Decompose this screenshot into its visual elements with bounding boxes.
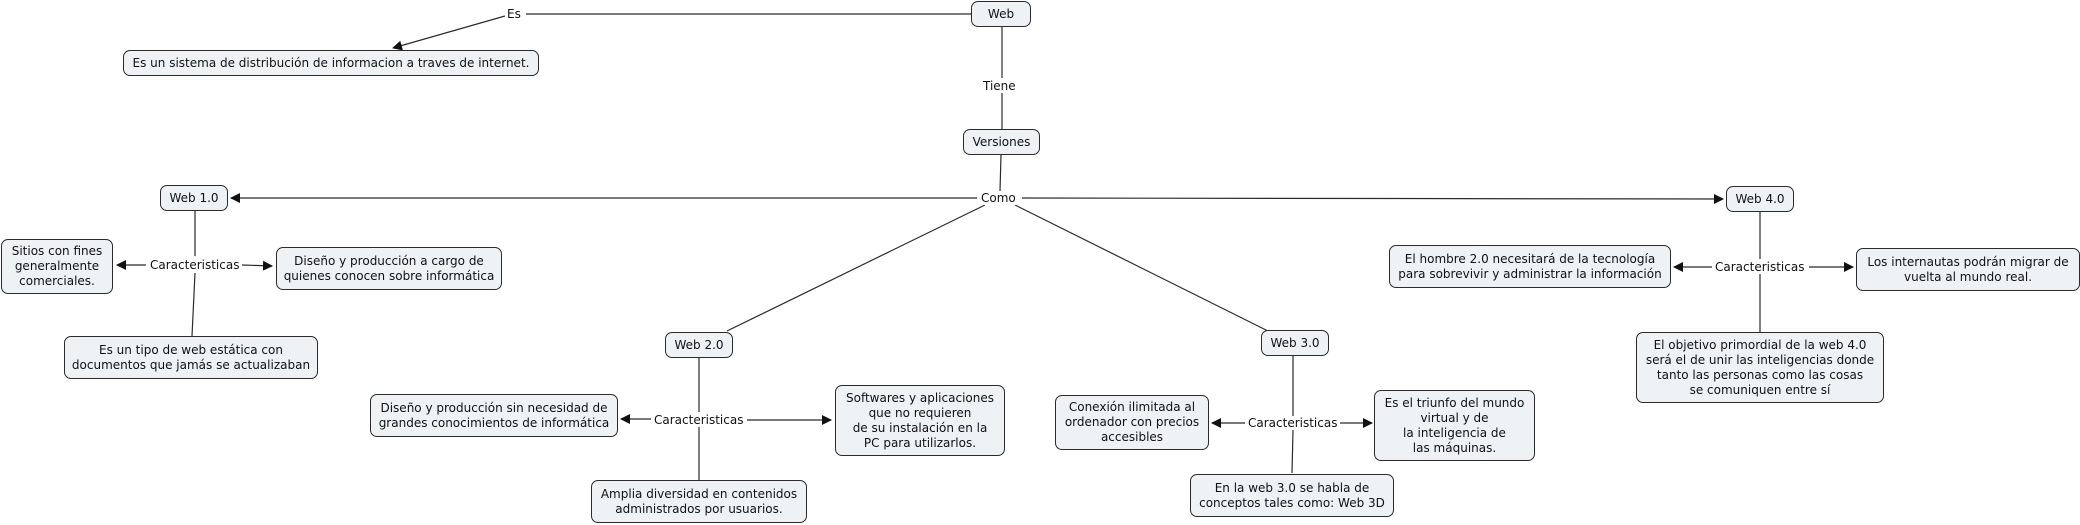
node-web2-diseno: Diseño y producción sin necesidad de gra… [370, 394, 618, 437]
node-web-2-0: Web 2.0 [665, 332, 733, 358]
node-web3-conexion: Conexión ilimitada al ordenador con prec… [1055, 395, 1209, 450]
node-versiones: Versiones [963, 129, 1040, 155]
connector-car3-c [1291, 429, 1294, 474]
link-label-caracteristicas-web2: Caracteristicas [652, 413, 746, 427]
connector-como-web4 [1021, 193, 1724, 204]
node-web-1-0: Web 1.0 [160, 185, 228, 211]
node-web: Web [971, 1, 1031, 27]
node-web1-estatica: Es un tipo de web estática con documento… [64, 336, 318, 379]
node-web2-contenidos: Amplia diversidad en contenidos administ… [591, 480, 807, 523]
connector-como-web3 [1014, 204, 1269, 332]
node-web4-internautas: Los internautas podrán migrar de vuelta … [1856, 248, 2080, 291]
node-definition: Es un sistema de distribución de informa… [123, 50, 539, 76]
link-label-es: Es [505, 7, 523, 21]
link-label-caracteristicas-web1: Caracteristicas [148, 258, 242, 272]
node-web-4-0: Web 4.0 [1726, 186, 1794, 212]
link-label-como: Como [979, 191, 1018, 205]
link-label-caracteristicas-web3: Caracteristicas [1246, 416, 1340, 430]
link-label-tiene: Tiene [981, 79, 1018, 93]
node-web4-hombre: El hombre 2.0 necesitará de la tecnologí… [1389, 245, 1671, 288]
node-web3-triunfo: Es el triunfo del mundo virtual y de la … [1374, 390, 1535, 461]
connector-car1-b [241, 260, 273, 271]
connector-como-web2 [726, 204, 986, 332]
node-web1-comerciales: Sitios con fines generalmente comerciale… [1, 239, 113, 294]
link-label-caracteristicas-web4: Caracteristicas [1713, 260, 1807, 274]
node-web4-objetivo: El objetivo primordial de la web 4.0 ser… [1636, 332, 1884, 403]
node-web3-conceptos: En la web 3.0 se habla de conceptos tale… [1190, 474, 1394, 517]
node-web-3-0: Web 3.0 [1261, 330, 1329, 356]
connector-es-def [392, 15, 506, 51]
connector-versiones-como [999, 154, 1002, 192]
node-web1-diseno: Diseño y producción a cargo de quienes c… [276, 247, 502, 290]
connector-car1-c [191, 272, 196, 337]
node-web2-softwares: Softwares y aplicaciones que no requiere… [835, 385, 1005, 456]
